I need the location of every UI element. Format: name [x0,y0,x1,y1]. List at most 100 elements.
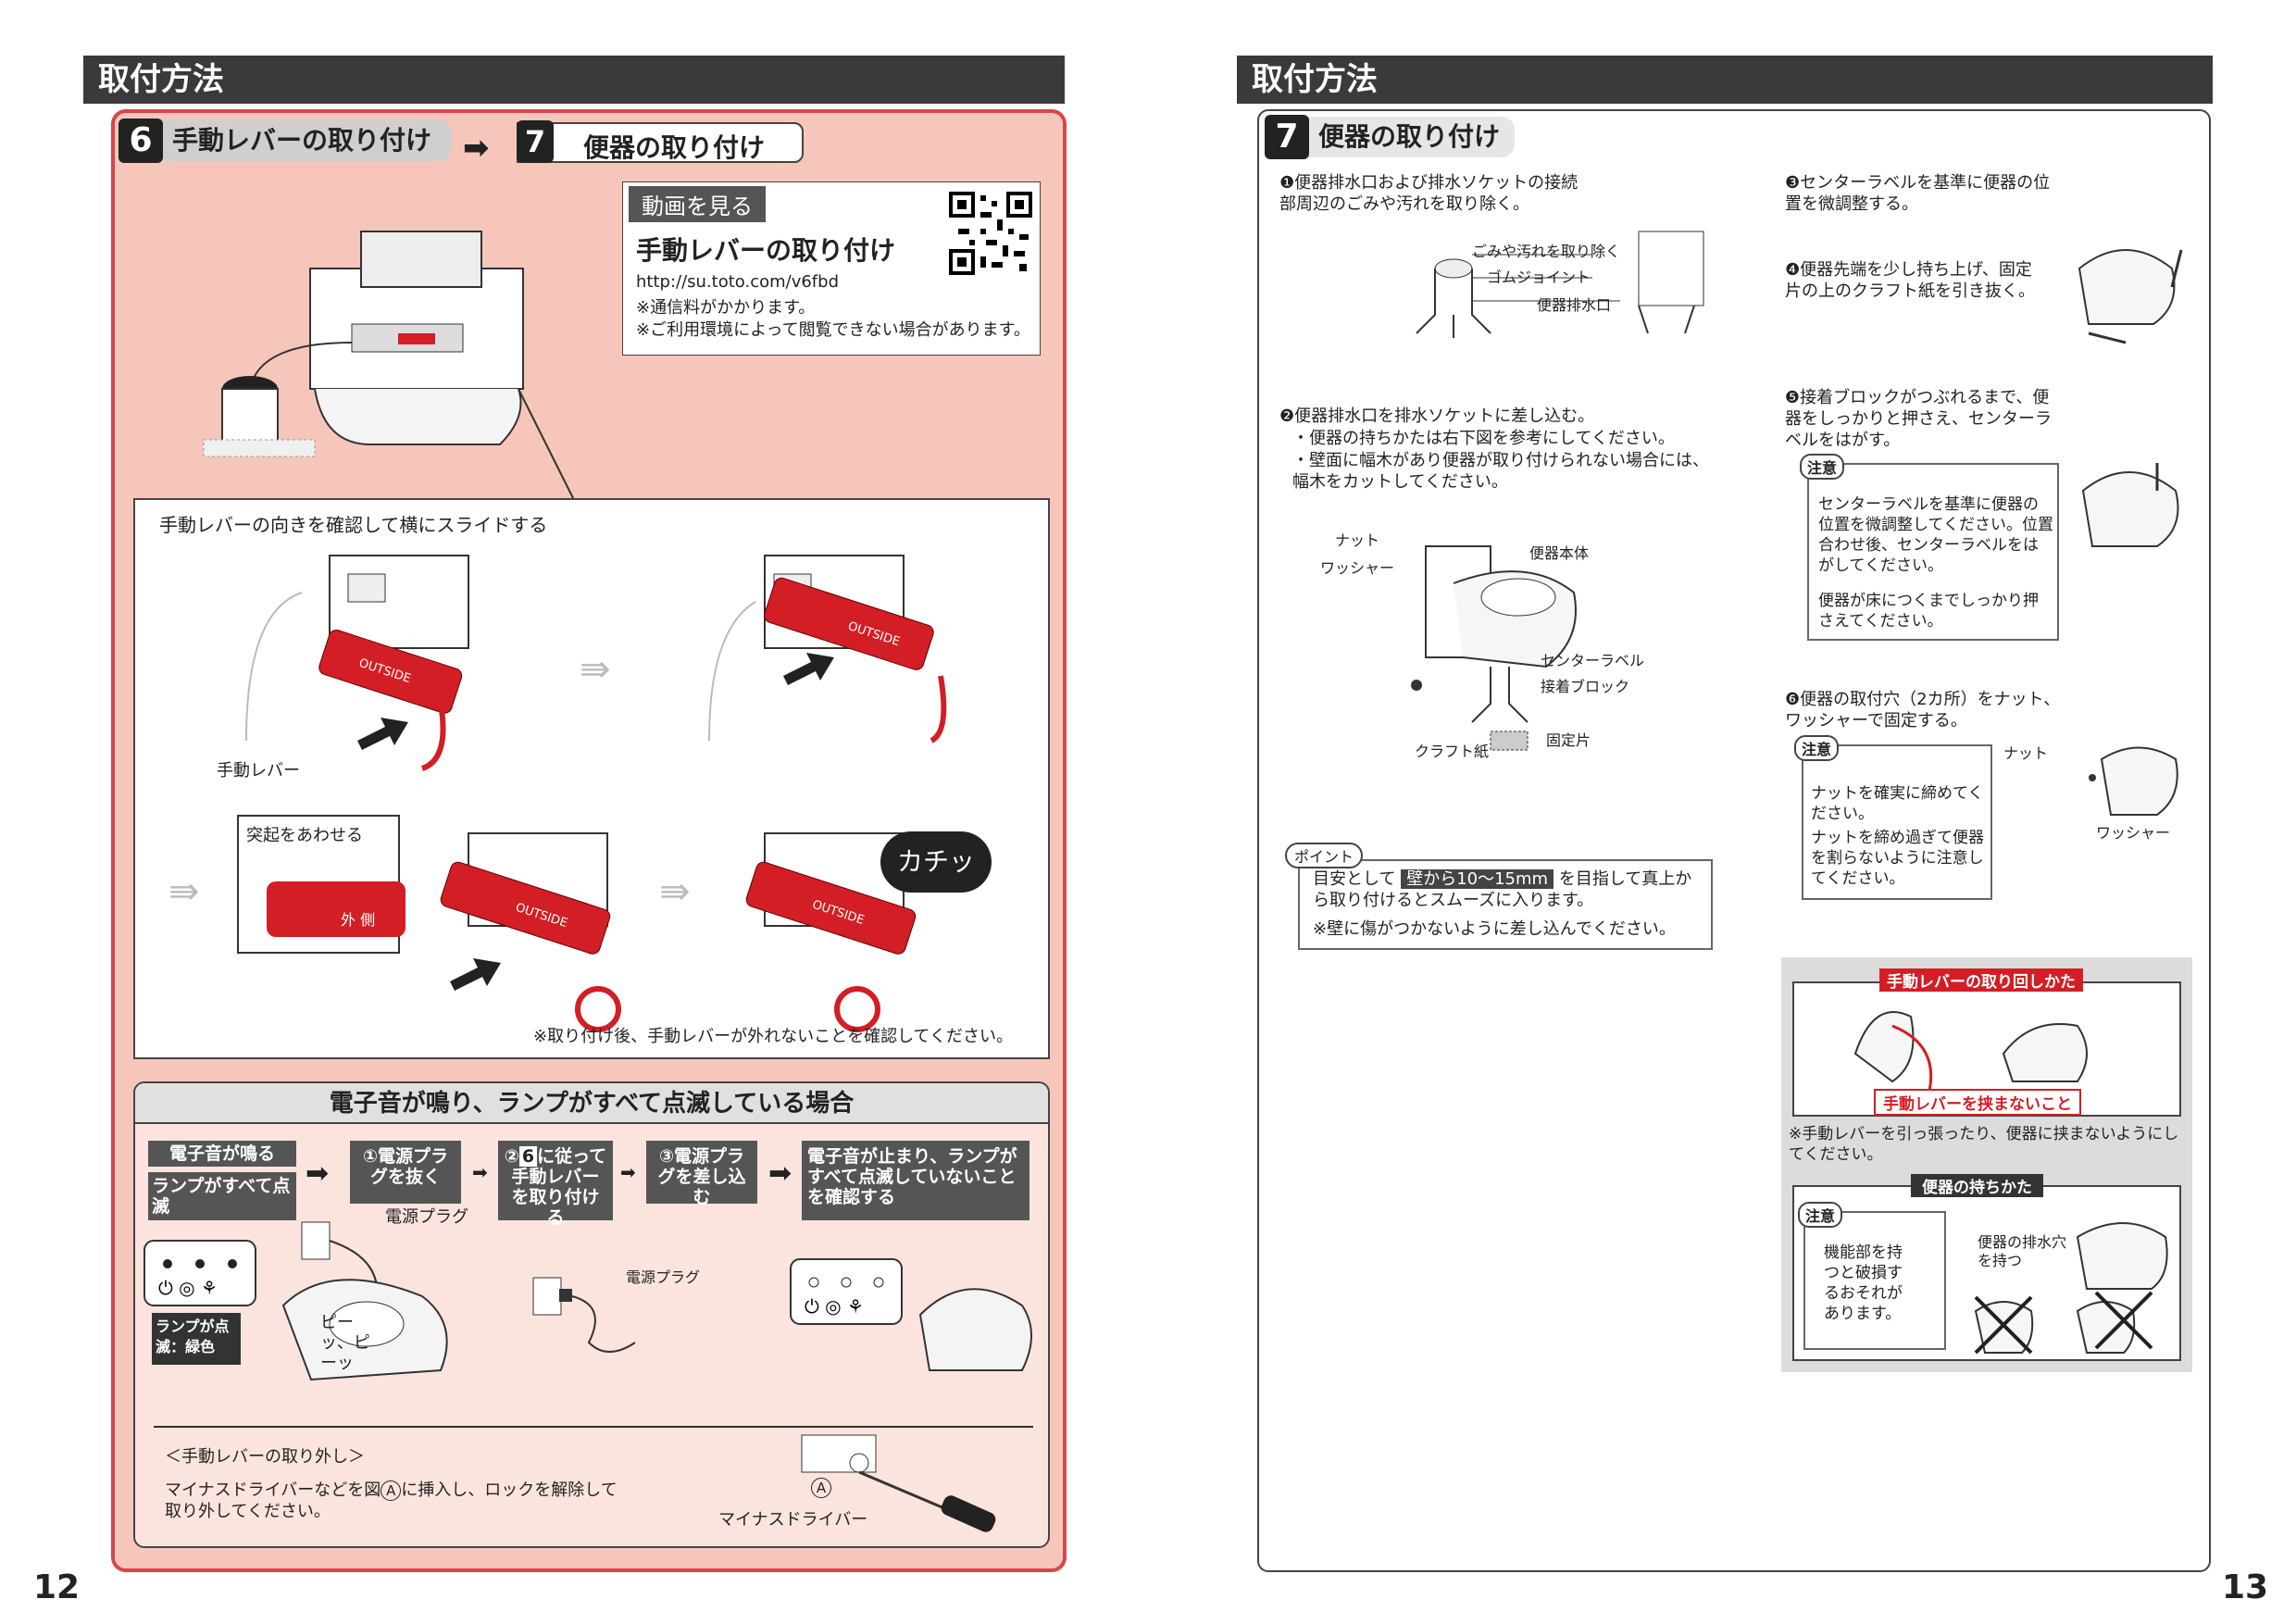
label-drain-outlet: 便器排水口 [1537,296,1612,314]
step5-text: ❺接着ブロックがつぶれるまで、便器をしっかりと押さえ、センターラベルをはがす。 [1785,388,2052,450]
arrow-right-icon: ➡ [463,130,490,167]
caution-text-3: ナットを確実に締めてください。 [1811,784,1984,823]
caution-box-3: 注意 機能部を持つと破損するおそれがあります。 [1798,1202,1946,1350]
point-post: を目指して真上から取り付けるとスムーズに入ります。 [1313,869,1692,910]
caution-text-4: ナットを締め過ぎて便器を割らないように注意してください。 [1811,829,1984,888]
label-driver: マイナスドライバー [718,1510,868,1530]
beep-text: ピーッ、ピーッ [320,1313,370,1373]
label-fixing-piece: 固定片 [1546,731,1591,749]
svg-text:⏻ ◎ ⚘: ⏻ ◎ ⚘ [805,1295,864,1318]
lever-warning: 手動レバーを挟まないこと [1874,1089,2081,1116]
label-a: A [811,1478,831,1498]
driver-illustration [801,1434,996,1532]
label-kraft-paper: クラフト紙 [1415,743,1490,760]
left-page-header: 取付方法 [83,56,1065,104]
step-reinstall-num: 6 [518,1146,538,1167]
toilet-install-illustration [1411,545,1577,751]
label-rubber-joint: ゴムジョイント [1487,269,1591,286]
point-note: ※壁に傷がつかないように差し込んでください。 [1313,919,1676,939]
label-toilet-body: 便器本体 [1529,544,1590,562]
step-reinstall-text: に従って手動レバーを取り付ける [511,1146,607,1228]
point-badge: ポイント [1285,843,1364,868]
caution-badge: 注意 [1794,735,1840,761]
lever-note: ※手動レバーを引っ張ったり、便器に挟まないようにしてください。 [1789,1125,2179,1164]
step7-right-title: 便器の取り付け [1283,117,1515,157]
video-badge: 動画を見る [629,186,766,222]
arrow-right-icon: ➡ [620,1161,636,1183]
caution-box-1: 注意 センターラベルを基準に便器の位置を微調整してください。位置合わせ後、センタ… [1800,454,2059,641]
step7-title-bar-right: 便器の取り付け 7 [1265,115,1515,159]
lamp-label: ランプが点滅：緑色 [152,1313,241,1365]
arrow-next-icon: ⇛ [659,870,691,913]
point-box: ポイント 目安として 壁から10〜15mm を目指して真上から取り付けるとスムー… [1285,843,1713,950]
alarm-illustration-2: ⏻ ◎ ⚘ [790,1258,1032,1371]
lever-route-illustration [1853,1011,2088,1092]
cond-beep: 電子音が鳴る [148,1141,296,1167]
arrow-next-icon: ⇛ [168,870,200,913]
alarm-title: 電子音が鳴り、ランプがすべて点滅している場合 [135,1083,1048,1124]
point-pre: 目安として [1313,869,1396,889]
step-plug-in: ③電源プラグを差し込む [646,1141,757,1207]
caution-badge: 注意 [1800,454,1845,480]
caution-text-1: センターラベルを基準に便器の位置を微調整してください。位置合わせ後、センターラベ… [1818,495,2053,575]
left-page-number: 12 [33,1568,81,1606]
label-adhesive-block: 接着ブロック [1541,678,1630,695]
removal-text-3: 取り外してください。 [165,1502,331,1521]
lever-slide-image-2: OUTSIDE [708,555,947,743]
step7-title: 便器の取り付け [583,132,766,163]
video-note-1: ※通信料がかかります。 [636,298,816,318]
hold-caution-text: 機能部を持つと破損するおそれがあります。 [1824,1243,1903,1323]
video-note-2: ※ご利用環境によって閲覧できない場合があります。 [636,320,1030,340]
lever-route-title: 手動レバーの取り回しかた [1879,968,2083,992]
label-center-label: センターラベル [1541,652,1645,669]
step4-text: ❹便器先端を少し持ち上げ、固定片の上のクラフト紙を引き抜く。 [1785,260,2035,301]
hold-title: 便器の持ちかた [1911,1174,2043,1197]
press-illustration [2081,463,2179,547]
caution-badge: 注意 [1798,1202,1843,1228]
slide-panel: 手動レバーの向きを確認して横にスライドする OUTSIDE 手動レバー ⇛ OU… [133,498,1050,1059]
divider [154,1426,1033,1428]
drain-illustration [1416,231,1704,338]
arrow-next-icon: ⇛ [580,648,611,691]
label-nut: ナット [1335,531,1380,549]
nut-illustration [2089,746,2178,816]
lever-slide-image-1: OUTSIDE [245,555,469,771]
video-box: 動画を見る 手動レバーの取り付け http://su.toto.com/v6fb… [622,181,1041,356]
cond-lamps: ランプがすべて点滅 [148,1172,296,1220]
tank-illustration [203,231,575,501]
lever-slide-image-3: OUTSIDE [440,832,621,1032]
hold-label: 便器の排水穴を持つ [1978,1233,2067,1269]
alarm-illustration-1: ⏻ ◎ ⚘ [144,1221,448,1381]
label-remove-dirt: ごみや汚れを取り除く [1472,243,1621,260]
step6-title: 手動レバーの取り付け [137,120,452,161]
video-title: 手動レバーの取り付け [636,235,896,266]
point-text: 目安として 壁から10〜15mm を目指して真上から取り付けるとスムーズに入りま… [1313,868,1702,911]
handling-panel: 手動レバーの取り回しかた 手動レバーを挟まないこと ※手動レバーを引っ張ったり、… [1781,957,2192,1372]
step2-text: ❷便器排水口を排水ソケットに差し込む。 [1279,406,1595,426]
qr-code-icon[interactable] [949,192,1032,275]
removal-mark-a: A [381,1480,402,1501]
step-unplug: ①電源プラグを抜く [350,1141,461,1204]
alarm-panel: 電子音が鳴り、ランプがすべて点滅している場合 電子音が鳴る ランプがすべて点滅 … [133,1081,1050,1548]
arrow-right-icon: ➡ [768,1157,792,1190]
align-protrusion-inset: 突起をあわせる 外 側 [237,815,406,954]
label-washer-2: ワッシャー [2096,824,2171,842]
slide-instruction: 手動レバーの向きを確認して横にスライドする [159,514,548,536]
removal-text-1: マイナスドライバーなどを図 [165,1480,381,1500]
label-manual-lever: 手動レバー [217,761,300,781]
arrow-right-icon: ➡ [472,1161,488,1183]
step7-panel [1257,109,2211,1572]
step6-number: 6 [119,119,163,163]
label-align: 突起をあわせる [246,826,363,845]
point-highlight: 壁から10〜15mm [1401,869,1554,889]
click-bubble: カチッ [880,831,992,893]
hold-illustration [1974,1222,2168,1355]
video-url[interactable]: http://su.toto.com/v6fbd [636,272,839,292]
caution-box-2: 注意 ナットを確実に締めてください。 ナットを締め過ぎて便器を割らないように注意… [1794,735,1992,900]
step6-title-bar: 手動レバーの取り付け 6 [119,119,452,163]
step-reinstall-prefix: ② [504,1146,519,1167]
step-result: 電子音が止まり、ランプがすべて点滅していないことを確認する [802,1141,1029,1220]
lever-text-jp: 外 側 [341,911,376,929]
caution-text-2: 便器が床につくまでしっかり押さえてください。 [1818,592,2039,631]
